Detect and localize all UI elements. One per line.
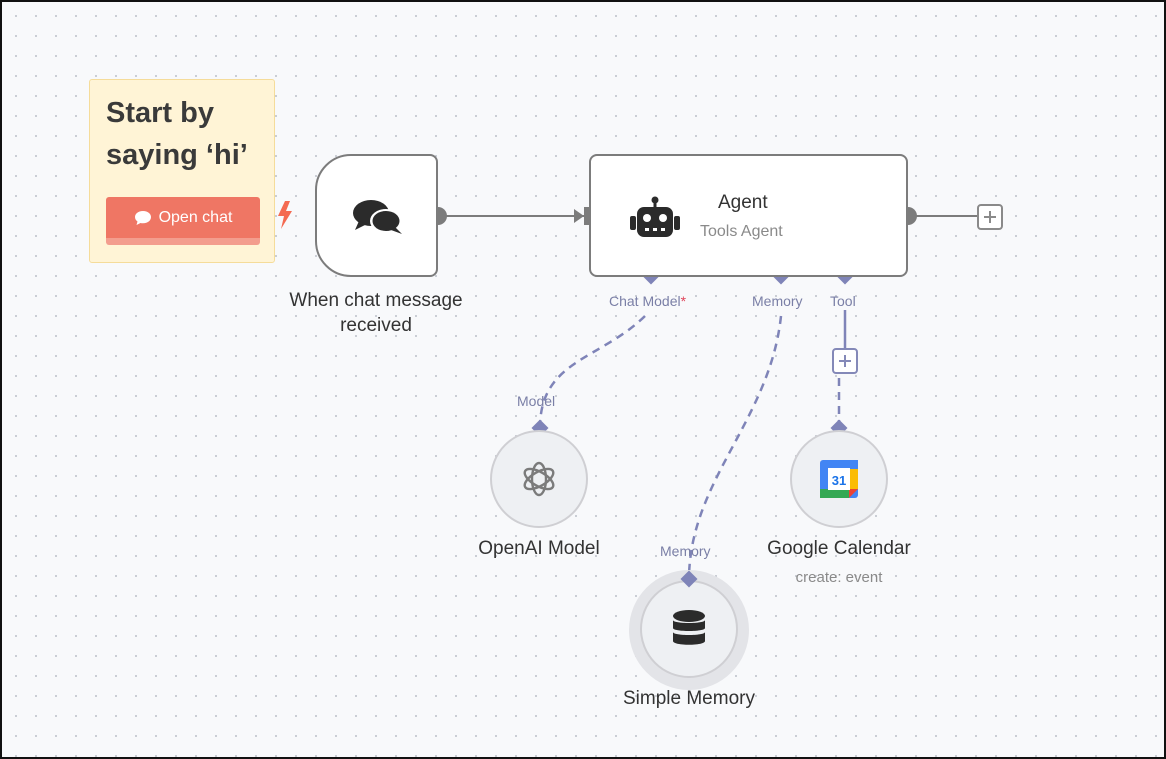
chat-bubble-icon (134, 210, 151, 225)
sticky-title: Start by saying ‘hi’ (106, 97, 248, 171)
google-calendar-node[interactable]: 31 (790, 430, 888, 528)
plus-icon (984, 211, 996, 223)
openai-model-node[interactable] (490, 430, 588, 528)
chat-model-port-label: Chat Model* (609, 293, 687, 309)
google-calendar-sublabel: create: event (795, 569, 883, 586)
calendar-day-text: 31 (832, 473, 846, 488)
memory-port-label: Memory (752, 293, 803, 309)
agent-title: Agent (718, 192, 768, 213)
trigger-bolt-icon (278, 201, 292, 229)
memory-input-label: Memory (660, 543, 711, 559)
model-input-label: Model (517, 393, 556, 409)
open-chat-button[interactable]: Open chat (106, 197, 260, 245)
google-calendar-label: Google Calendar (767, 538, 911, 559)
edge-arrowhead (574, 209, 584, 223)
simple-memory-node[interactable] (640, 580, 738, 678)
agent-subtitle: Tools Agent (700, 223, 783, 240)
simple-memory-label: Simple Memory (623, 688, 755, 709)
plus-icon (839, 355, 851, 367)
edge-memory-simplememory (687, 315, 783, 579)
add-node-button[interactable] (977, 204, 1003, 230)
required-asterisk: * (680, 293, 687, 309)
chat-bubbles-icon (353, 200, 402, 234)
openai-logo-icon (523, 461, 555, 497)
memory-input-port[interactable] (678, 568, 700, 590)
openai-model-label: OpenAI Model (478, 538, 600, 559)
sticky-note[interactable]: Start by saying ‘hi’ Open chat (89, 79, 275, 263)
robot-icon (630, 196, 680, 237)
tool-port-label: Tool (830, 293, 856, 309)
edge-chatmodel-openai (538, 315, 646, 429)
open-chat-label: Open chat (158, 208, 233, 226)
agent-node[interactable]: Agent Tools Agent (589, 154, 908, 277)
database-icon (673, 610, 705, 645)
google-calendar-icon: 31 (820, 460, 858, 498)
trigger-node[interactable] (315, 154, 438, 277)
add-tool-button[interactable] (832, 348, 858, 374)
trigger-label: When chat message received (289, 290, 463, 336)
